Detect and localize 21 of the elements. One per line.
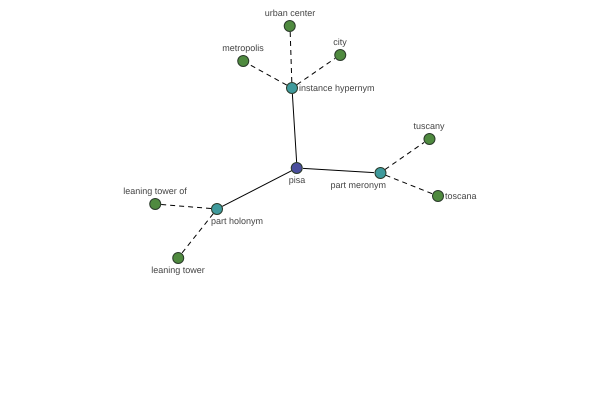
- dashed-connector: [160, 204, 212, 210]
- connector: [222, 170, 292, 207]
- connector: [302, 168, 374, 174]
- dashed-connector: [248, 63, 288, 86]
- node-label: metropolis: [222, 43, 264, 54]
- connector: [292, 94, 298, 162]
- dashed-connector: [181, 213, 214, 254]
- dashed-connector: [384, 142, 425, 170]
- node-label: instance hypernym: [299, 82, 375, 94]
- node-label: part meronym: [330, 180, 386, 191]
- node-label: leaning tower of: [123, 186, 187, 197]
- node-label: toscana: [445, 190, 477, 202]
- node-label: pisa: [288, 175, 306, 186]
- dashed-connector: [385, 174, 433, 194]
- node-label: part holonym: [211, 216, 264, 227]
- node-label: urban center: [264, 8, 316, 19]
- dashed-connector: [290, 32, 292, 82]
- dashed-connector: [296, 58, 336, 86]
- node-label: leaning tower: [151, 265, 205, 276]
- node-label: tuscany: [413, 121, 445, 132]
- node-label: city: [333, 37, 347, 48]
